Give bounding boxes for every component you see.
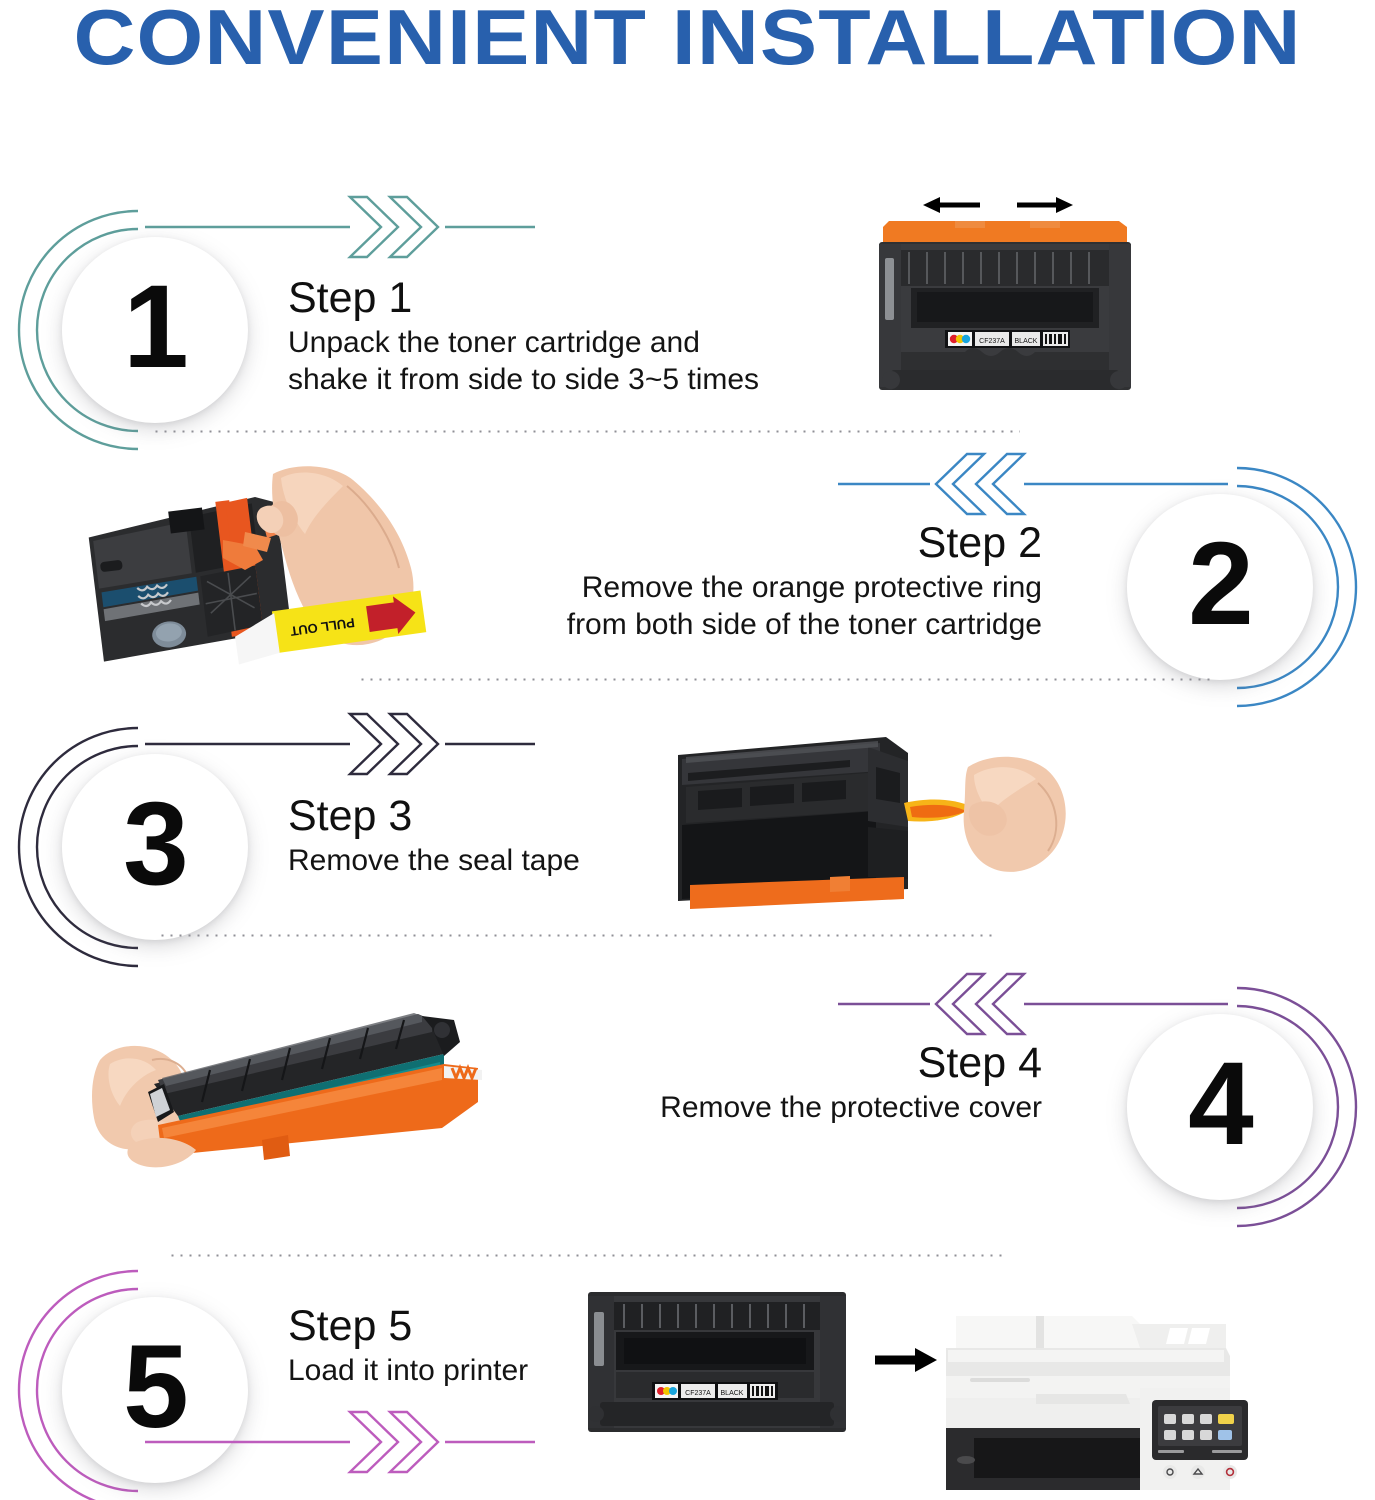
step-1-disc [62,237,248,423]
step-4-connector [838,972,1228,1042]
step-2-connector [838,452,1228,522]
step-5-arrow [875,1345,939,1375]
page-title: CONVENIENT INSTALLATION [73,0,1302,81]
step-2-disc [1127,494,1313,680]
chevrons-left-icon [838,452,1228,516]
step-1-heading: Step 1 [288,274,413,322]
toner-cartridge-front-icon: CF237A BLACK [879,197,1131,390]
step-4-number: 4 [1188,1038,1254,1170]
step-3-description: Remove the seal tape [288,844,580,877]
step-5-disc [62,1297,248,1483]
step-3-heading: Step 3 [288,792,413,840]
svg-text:CF237A: CF237A [979,338,1005,345]
step-2-text: Step 2 Remove the orange protective ring… [470,517,1042,643]
chevrons-right-icon [145,1410,535,1474]
step-5-description: Load it into printer [288,1354,529,1387]
step-3-arcs [17,726,139,968]
chevrons-right-icon [145,712,535,776]
cartridge-model-label: CF237A [685,1390,711,1397]
step-5-connector [145,1410,535,1480]
step-3-connector [145,712,535,782]
step-5-arcs [17,1269,139,1500]
printer-icon [946,1316,1248,1490]
step-3-image [672,727,1072,922]
divider-3 [158,934,998,937]
chevrons-left-icon [838,972,1228,1036]
hand-pulling-orange-ring-icon: PULL OUT [88,466,427,665]
step-5-cartridge-image: CF237A BLACK [580,1282,870,1457]
svg-text:BLACK: BLACK [1015,338,1038,345]
cartridge-color-label: BLACK [721,1390,744,1397]
hand-pulling-seal-tape-icon [678,737,1066,909]
step-2-heading: Step 2 [917,519,1042,567]
step-4-text: Step 4 Remove the protective cover [560,1037,1042,1126]
toner-cartridge-side-icon: CF237A BLACK [588,1292,846,1432]
step-1-arcs [17,209,139,451]
step-2-badge: 2 [1085,452,1358,722]
step-4-image [92,980,522,1175]
divider-4 [168,1254,1004,1257]
step-2-description: Remove the orange protective ring from b… [566,571,1042,641]
step-5-heading: Step 5 [288,1302,413,1350]
step-2-arcs [1236,466,1358,708]
step-4-description: Remove the protective cover [660,1091,1042,1124]
step-1-image: CF237A BLACK [845,192,1165,397]
step-2-image: PULL OUT [85,460,505,670]
step-3-badge: 3 [17,712,290,982]
step-2-number: 2 [1188,518,1254,650]
step-4-arcs [1236,986,1358,1228]
step-1-text: Step 1 Unpack the toner cartridge and sh… [288,272,848,398]
shake-arrows-icon [923,197,1073,213]
divider-2 [358,678,1213,681]
chevrons-right-icon [145,195,535,259]
step-3-disc [62,754,248,940]
step-4-badge: 4 [1085,972,1358,1242]
arrow-right-icon [875,1348,937,1372]
step-5-number: 5 [123,1321,189,1453]
step-4-disc [1127,1014,1313,1200]
step-3-number: 3 [123,778,189,910]
divider-1 [152,430,1020,433]
step-5-printer-image [940,1288,1260,1500]
step-5-badge: 5 [17,1255,290,1500]
step-1-number: 1 [123,261,189,393]
hand-holding-cartridge-cover-icon [92,1013,482,1168]
step-3-text: Step 3 Remove the seal tape [288,790,808,879]
step-5-text: Step 5 Load it into printer [288,1300,808,1389]
step-4-heading: Step 4 [917,1039,1042,1087]
step-1-connector [145,195,535,265]
step-1-description: Unpack the toner cartridge and shake it … [288,326,760,396]
step-1-badge: 1 [17,195,290,465]
